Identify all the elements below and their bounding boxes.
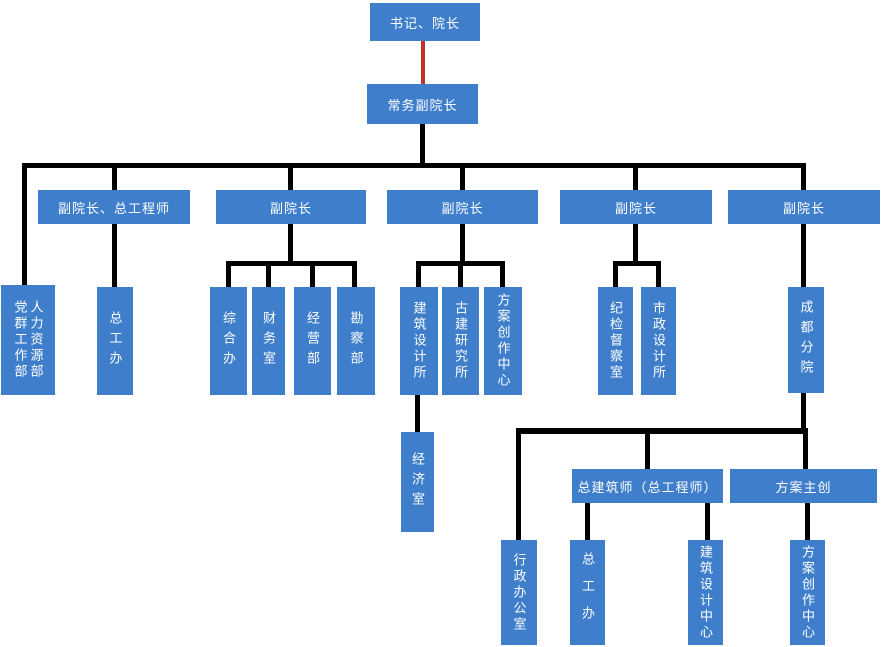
connector-chengdu-horizontal bbox=[516, 428, 808, 434]
connector-vice-dean-4-to-chengdu bbox=[801, 224, 806, 287]
node-admin-office: 行政办公室 bbox=[501, 540, 537, 645]
connector-drop-ancient-arch-institute bbox=[458, 261, 463, 287]
connector-drop-discipline-inspection bbox=[613, 261, 618, 287]
connector-drop-admin-office bbox=[516, 428, 521, 540]
node-survey-dept: 勘察部 bbox=[337, 287, 375, 395]
node-business-dept: 经营部 bbox=[294, 287, 331, 395]
node-arch-design-institute-label: 建筑设计所 bbox=[411, 301, 427, 381]
node-general-office: 综合办 bbox=[210, 287, 247, 395]
connector-drop-municipal-design bbox=[656, 261, 661, 287]
connector-drop-general-office bbox=[226, 261, 231, 287]
connector-drop-party-hr bbox=[22, 163, 27, 285]
node-discipline-inspection-office: 纪检督察室 bbox=[598, 287, 633, 395]
node-arch-design-center: 建筑设计中心 bbox=[688, 540, 723, 645]
connector-drop-scheme-creation-center-1 bbox=[500, 261, 505, 287]
connector-drop-vice-dean-2 bbox=[460, 163, 465, 190]
node-general-office-label: 综合办 bbox=[221, 311, 236, 371]
connector-exec-down bbox=[420, 124, 425, 165]
connector-vice-dean-2-down bbox=[460, 224, 465, 261]
node-chengdu-branch: 成都分院 bbox=[788, 287, 824, 393]
connector-vice-dean-1-down bbox=[288, 224, 293, 261]
node-vice-dean-2: 副院长 bbox=[387, 190, 538, 224]
node-chengdu-branch-label: 成都分院 bbox=[798, 300, 814, 380]
node-municipal-design-institute: 市政设计所 bbox=[641, 287, 676, 395]
node-chief-eng-office-branch-label: 总工办 bbox=[580, 552, 595, 633]
connector-drop-business-dept bbox=[310, 261, 315, 287]
node-party-mass-dept-label: 党群工作部 bbox=[12, 300, 28, 380]
connector-drop-finance-office bbox=[266, 261, 271, 287]
node-scheme-creation-center-2-label: 方案创作中心 bbox=[800, 544, 815, 641]
connector-drop-scheme-lead bbox=[803, 428, 808, 469]
connector-chengdu-down bbox=[801, 393, 806, 429]
node-finance-office: 财务室 bbox=[252, 287, 285, 395]
node-secretary-dean: 书记、院长 bbox=[370, 3, 480, 41]
connector-drop-arch-design-institute bbox=[416, 261, 421, 287]
node-ancient-arch-institute-label: 古建研究所 bbox=[453, 301, 468, 381]
node-scheme-creation-center-2: 方案创作中心 bbox=[790, 540, 825, 645]
connector-secretary-to-exec-red bbox=[421, 41, 425, 84]
node-chief-architect: 总建筑师（总工程师） bbox=[572, 469, 723, 503]
node-ancient-arch-institute: 古建研究所 bbox=[442, 287, 479, 395]
node-vice-dean-1: 副院长 bbox=[216, 190, 366, 224]
connector-drop-vice-dean-4 bbox=[801, 163, 806, 190]
connector-arch-design-to-economy-office bbox=[415, 395, 420, 432]
node-party-mass-and-hr: 党群工作部 人力资源部 bbox=[1, 285, 55, 395]
node-arch-design-center-label: 建筑设计中心 bbox=[698, 544, 713, 641]
node-chief-eng-office-label: 总工办 bbox=[107, 311, 123, 371]
node-municipal-design-institute-label: 市政设计所 bbox=[651, 301, 666, 381]
node-arch-design-institute: 建筑设计所 bbox=[400, 287, 438, 395]
node-vice-dean-3: 副院长 bbox=[560, 190, 712, 224]
node-survey-dept-label: 勘察部 bbox=[348, 311, 364, 371]
node-chief-eng-office: 总工办 bbox=[97, 287, 133, 395]
connector-vice-dean-3-horizontal bbox=[613, 261, 661, 266]
node-scheme-lead-label: 方案主创 bbox=[775, 479, 832, 495]
connector-drop-chief-eng-office-branch bbox=[585, 503, 590, 540]
node-vice-dean-4: 副院长 bbox=[728, 190, 880, 224]
node-vice-dean-chief-engineer: 副院长、总工程师 bbox=[38, 190, 190, 224]
node-chief-architect-label: 总建筑师（总工程师） bbox=[577, 479, 718, 495]
connector-vice-dean-3-down bbox=[633, 224, 638, 261]
node-secretary-dean-label: 书记、院长 bbox=[389, 15, 460, 31]
node-hr-dept-label: 人力资源部 bbox=[28, 300, 44, 380]
node-economy-office-label: 经济室 bbox=[410, 452, 425, 512]
node-exec-vice-dean: 常务副院长 bbox=[367, 84, 478, 124]
node-exec-vice-dean-label: 常务副院长 bbox=[387, 97, 458, 113]
node-economy-office: 经济室 bbox=[401, 432, 434, 532]
node-discipline-inspection-office-label: 纪检督察室 bbox=[608, 301, 623, 381]
connector-drop-arch-design-center bbox=[705, 503, 710, 540]
node-scheme-creation-center-1: 方案创作中心 bbox=[484, 287, 522, 395]
node-business-dept-label: 经营部 bbox=[305, 311, 320, 371]
connector-drop-vice-dean-1 bbox=[288, 163, 293, 190]
node-vice-dean-1-label: 副院长 bbox=[269, 200, 312, 216]
node-scheme-creation-center-1-label: 方案创作中心 bbox=[495, 293, 511, 389]
connector-main-horizontal bbox=[22, 163, 806, 168]
connector-drop-survey-dept bbox=[352, 261, 357, 287]
connector-drop-scheme-creation-center-2 bbox=[805, 503, 810, 540]
node-vice-dean-3-label: 副院长 bbox=[614, 200, 657, 216]
node-vice-dean-2-label: 副院长 bbox=[441, 200, 484, 216]
connector-drop-chief-architect bbox=[645, 428, 650, 469]
connector-drop-vice-dean-chief-engineer bbox=[112, 163, 117, 190]
connector-chief-engineer-to-office bbox=[112, 224, 117, 287]
node-finance-office-label: 财务室 bbox=[261, 311, 276, 371]
connector-vice-dean-1-horizontal bbox=[226, 261, 357, 266]
node-chief-eng-office-branch: 总工办 bbox=[570, 540, 605, 645]
node-admin-office-label: 行政办公室 bbox=[511, 552, 527, 633]
connector-drop-vice-dean-3 bbox=[633, 163, 638, 190]
node-vice-dean-chief-engineer-label: 副院长、总工程师 bbox=[57, 200, 170, 216]
node-scheme-lead: 方案主创 bbox=[730, 469, 877, 503]
node-vice-dean-4-label: 副院长 bbox=[782, 200, 825, 216]
